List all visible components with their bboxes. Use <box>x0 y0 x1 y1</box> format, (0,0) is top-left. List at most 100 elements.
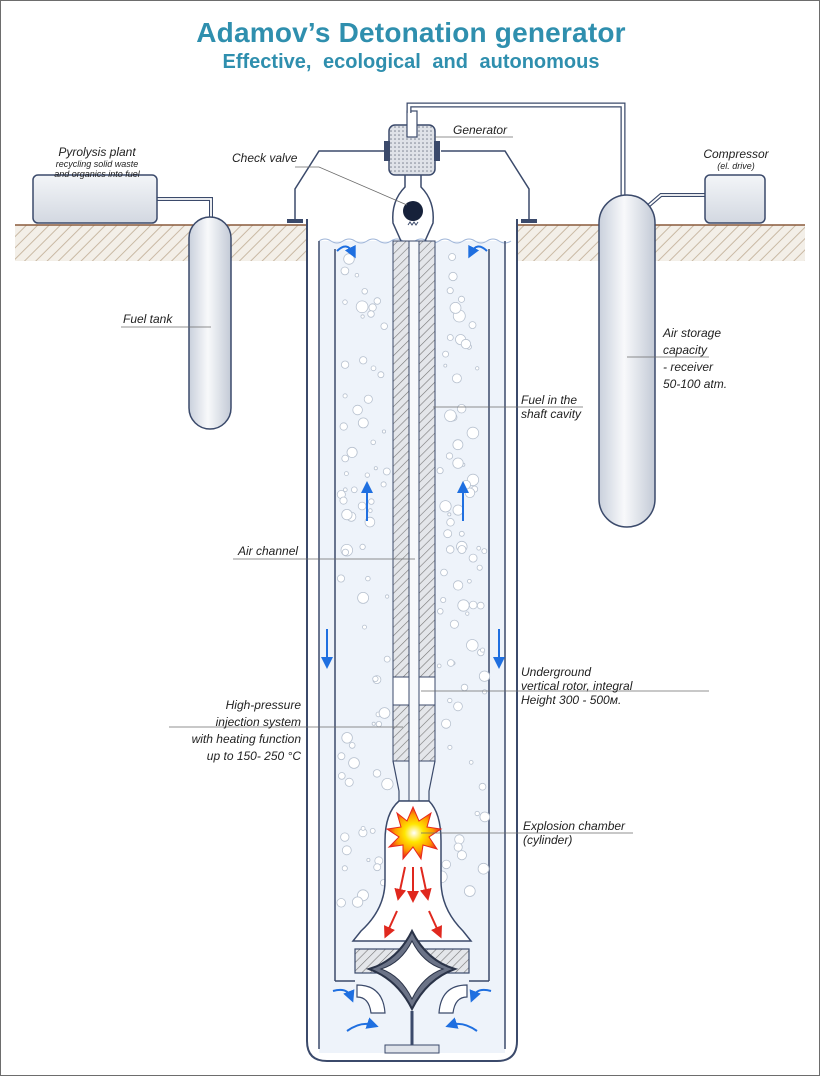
air-bubble <box>437 608 444 615</box>
label-air-storage-2: capacity <box>663 343 708 357</box>
air-bubble <box>380 322 388 330</box>
air-bubble <box>443 363 448 368</box>
air-bubble <box>481 548 488 554</box>
air-bubble <box>468 553 478 563</box>
label-injection-4: up to 150- 250 °C <box>206 749 301 763</box>
label-injection-3: with heating function <box>191 732 301 746</box>
air-bubble <box>476 545 482 551</box>
air-bubble <box>449 619 459 629</box>
label-explosion-2: (cylinder) <box>523 833 573 847</box>
air-bubble <box>357 417 369 429</box>
label-generator: Generator <box>453 123 508 137</box>
label-injection-1: High-pressure <box>225 698 301 712</box>
air-bubble <box>474 810 480 817</box>
air-bubble <box>468 321 477 330</box>
air-bubble <box>337 772 346 780</box>
label-air-storage: Air storage capacity - receiver 50-100 a… <box>663 325 727 393</box>
air-bubble <box>464 487 476 499</box>
air-bubble <box>451 373 462 384</box>
air-bubble <box>465 611 470 616</box>
air-bubble <box>381 429 386 434</box>
air-bubble <box>359 356 368 365</box>
air-bubble <box>343 253 355 265</box>
air-bubble <box>351 896 364 908</box>
air-bubble <box>373 466 378 471</box>
air-bubble <box>360 826 366 831</box>
air-bubble <box>342 487 348 493</box>
surface-equipment <box>32 174 766 528</box>
air-bubble <box>361 288 368 295</box>
air-bubble <box>479 811 491 823</box>
air-bubble <box>367 508 373 513</box>
air-bubble <box>477 862 490 875</box>
air-bubble <box>440 597 447 604</box>
air-bubble <box>342 299 348 305</box>
label-air-storage-4: 50-100 atm. <box>663 377 728 391</box>
label-compressor-sub: (el. drive) <box>717 161 755 171</box>
air-bubble <box>449 301 462 314</box>
label-fuel-shaft: Fuel in the shaft cavity <box>521 393 581 421</box>
air-bubble <box>341 454 350 463</box>
air-bubble <box>447 512 452 517</box>
air-bubble <box>342 393 348 399</box>
air-bubble <box>365 575 371 582</box>
label-fuel-shaft-2: shaft cavity <box>521 407 582 421</box>
air-bubble <box>340 832 350 842</box>
air-bubble <box>348 742 356 749</box>
air-bubble <box>448 253 457 261</box>
label-explosion-1: Explosion chamber <box>523 819 626 833</box>
air-bubble <box>452 439 464 451</box>
air-bubble <box>480 647 486 653</box>
air-bubble <box>343 471 349 477</box>
air-bubble <box>357 592 370 604</box>
air-bubble <box>377 371 385 379</box>
label-check-valve: Check valve <box>232 151 298 165</box>
air-bubble <box>341 732 353 744</box>
air-bubble <box>336 898 346 908</box>
label-fuel-tank: Fuel tank <box>123 312 173 326</box>
label-explosion-chamber: Explosion chamber (cylinder) <box>523 819 625 847</box>
pyrolysis-plant <box>32 174 158 224</box>
label-pyrolysis-line2: and organics into fuel <box>54 169 140 179</box>
air-bubble <box>364 472 370 478</box>
air-bubble <box>467 578 472 584</box>
air-bubble <box>452 580 464 591</box>
air-bubble <box>366 858 371 863</box>
air-bubble <box>355 300 369 314</box>
air-bubble <box>446 287 454 295</box>
air-bubble <box>468 760 474 765</box>
air-bubble <box>339 422 348 431</box>
label-compressor: Compressor (el. drive) <box>691 147 781 171</box>
air-bubble <box>373 863 382 872</box>
diagram-title: Adamov’s Detonation generator <box>196 17 626 48</box>
air-bubble <box>339 496 348 505</box>
air-bubble <box>369 828 376 834</box>
air-bubble <box>357 501 367 511</box>
leader-lines <box>121 136 709 834</box>
air-bubble <box>454 834 465 845</box>
label-rotor-3: Height 300 - 500м. <box>521 693 622 707</box>
air-pipe <box>155 102 707 219</box>
air-bubble <box>367 310 375 318</box>
air-bubble <box>383 655 391 663</box>
air-bubble <box>340 360 350 369</box>
air-bubble <box>481 689 488 695</box>
label-pyrolysis-title: Pyrolysis plant <box>58 145 136 159</box>
air-bubble <box>447 697 453 704</box>
air-bubble <box>381 777 394 791</box>
air-bubble <box>458 530 465 537</box>
air-bubble <box>444 409 457 422</box>
label-compressor-title: Compressor <box>703 147 769 161</box>
air-bubble <box>380 481 387 488</box>
air-bubble <box>382 467 391 476</box>
air-bubble <box>341 508 353 521</box>
diagram-subtitle: Effective, ecological and autonomous <box>222 51 600 73</box>
air-receiver <box>598 194 656 528</box>
label-pyrolysis-line1: recycling solid waste <box>55 159 139 169</box>
compressor <box>704 174 766 224</box>
air-bubble <box>436 467 444 475</box>
air-bubble <box>457 295 465 303</box>
air-bubble <box>368 303 377 312</box>
air-bubble <box>344 777 354 787</box>
air-bubble <box>456 404 467 414</box>
